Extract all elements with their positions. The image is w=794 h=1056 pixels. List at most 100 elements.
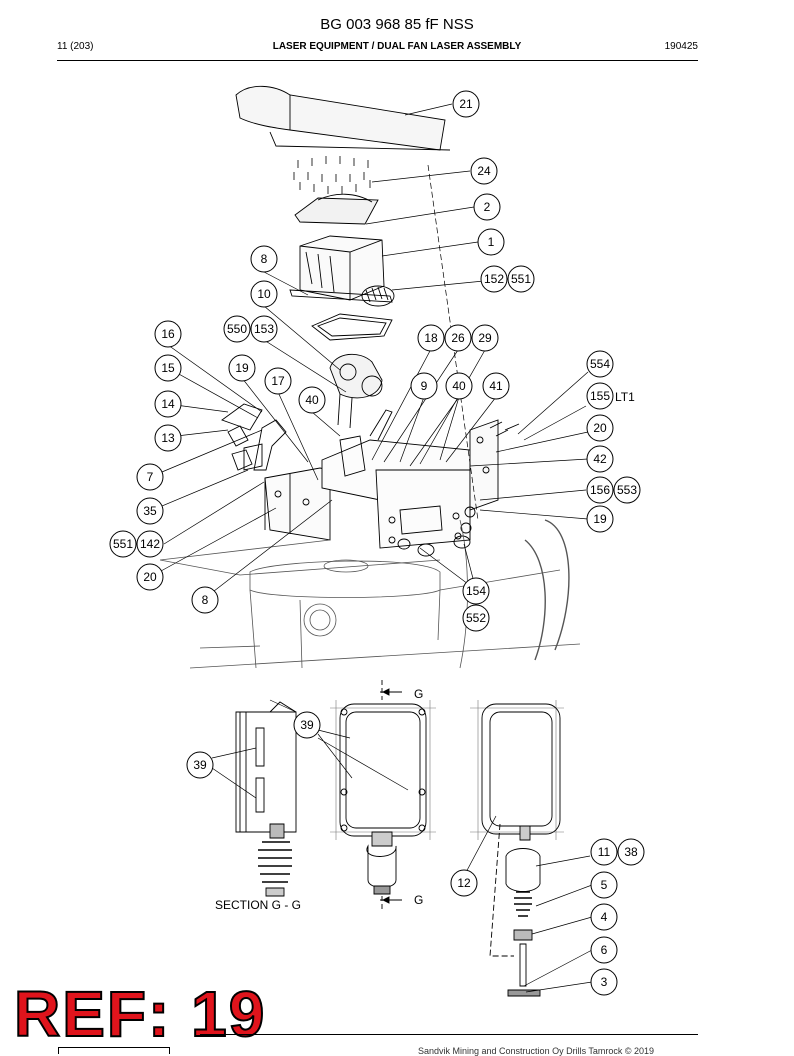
callout-554: 554 [586,350,614,378]
copyright-footer: Sandvik Mining and Construction Oy Drill… [418,1046,655,1056]
svg-text:9: 9 [421,379,428,393]
footer-divider [200,1034,698,1035]
callout-154: 154 [462,577,490,605]
callout-3: 3 [590,968,618,996]
boom-frame [159,519,581,669]
callout-41: 41 [482,372,510,400]
callout-10: 10 [250,280,278,308]
callout-13: 13 [154,424,182,452]
callout-142: 142 [136,530,164,558]
callout-9: 9 [410,372,438,400]
callout-19: 19 [586,505,614,533]
callout-14: 14 [154,390,182,418]
svg-text:40: 40 [452,379,466,393]
svg-text:552: 552 [466,611,486,625]
callout-18: 18 [417,324,445,352]
callout-17: 17 [264,367,292,395]
callout-153: 153 [250,315,278,343]
callout-8: 8 [191,586,219,614]
svg-text:26: 26 [451,331,465,345]
svg-text:11: 11 [598,845,611,859]
callout-11: 11 [590,838,618,866]
housing-side-view [463,700,593,997]
callout-2: 2 [473,193,501,221]
svg-text:2: 2 [484,200,491,214]
callout-8: 8 [250,245,278,273]
svg-text:154: 154 [466,584,486,598]
callout-39: 39 [186,751,214,779]
svg-text:152: 152 [484,272,504,286]
svg-text:551: 551 [511,272,531,286]
screw-set-part [293,156,371,194]
header-divider [57,60,698,61]
callout-550: 550 [223,315,251,343]
leader-lines [149,103,589,599]
svg-text:G: G [414,893,423,907]
svg-text:10: 10 [257,287,271,301]
svg-text:153: 153 [254,322,274,336]
mounting-bracket-part [264,409,520,557]
svg-text:7: 7 [147,470,154,484]
svg-text:8: 8 [261,252,268,266]
callout-38: 38 [617,838,645,866]
svg-text:4: 4 [601,910,608,924]
svg-text:13: 13 [161,431,175,445]
svg-text:24: 24 [477,164,491,178]
section-marker-bottom: G [414,893,423,907]
callout-39: 39 [293,711,321,739]
svg-text:20: 20 [143,570,157,584]
cable-gland-part [221,403,287,471]
svg-text:38: 38 [624,845,638,859]
svg-text:554: 554 [590,357,610,371]
callout-40: 40 [445,372,473,400]
svg-text:LT1: LT1 [615,390,635,404]
laser-cover-part [235,85,451,151]
svg-text:42: 42 [593,452,607,466]
svg-text:14: 14 [161,397,175,411]
svg-text:21: 21 [459,97,473,111]
callout-1: 1 [477,228,505,256]
callout-group: 21 24 2 1 8 152 551 10 550 153 16 18 26 … [109,90,645,996]
svg-text:553: 553 [617,483,637,497]
svg-text:16: 16 [161,327,175,341]
callout-24: 24 [470,157,498,185]
fan-motor-part [329,353,383,429]
label-lt1: LT1 [615,390,635,404]
callout-156: 156 [586,476,614,504]
callout-19: 19 [228,354,256,382]
callout-15: 15 [154,354,182,382]
svg-text:550: 550 [227,322,247,336]
svg-text:6: 6 [601,943,608,957]
revision-date: 190425 [664,41,698,52]
callout-29: 29 [471,324,499,352]
callout-5: 5 [590,871,618,899]
callout-552: 552 [462,604,490,632]
svg-text:8: 8 [202,593,209,607]
svg-text:15: 15 [161,361,175,375]
svg-text:41: 41 [489,379,503,393]
callout-42: 42 [586,445,614,473]
svg-text:156: 156 [590,483,610,497]
svg-text:35: 35 [143,504,157,518]
callout-553: 553 [613,476,641,504]
gasket-part [311,313,393,341]
section-view [211,699,297,897]
svg-text:39: 39 [193,758,207,772]
sandvik-logo-icon [58,1047,170,1054]
callout-20: 20 [136,563,164,591]
callout-40: 40 [298,386,326,414]
svg-text:155: 155 [590,389,610,403]
document-title: BG 003 968 85 fF NSS [320,16,474,33]
callout-12: 12 [450,869,478,897]
housing-front-view [317,680,436,912]
svg-text:142: 142 [140,537,160,551]
svg-text:12: 12 [457,876,471,890]
callout-7: 7 [136,463,164,491]
section-title-label: SECTION G - G [215,898,301,912]
svg-text:40: 40 [305,393,319,407]
callout-551: 551 [507,265,535,293]
svg-text:SECTION G - G: SECTION G - G [215,898,301,912]
callout-551: 551 [109,530,137,558]
svg-text:551: 551 [113,537,133,551]
